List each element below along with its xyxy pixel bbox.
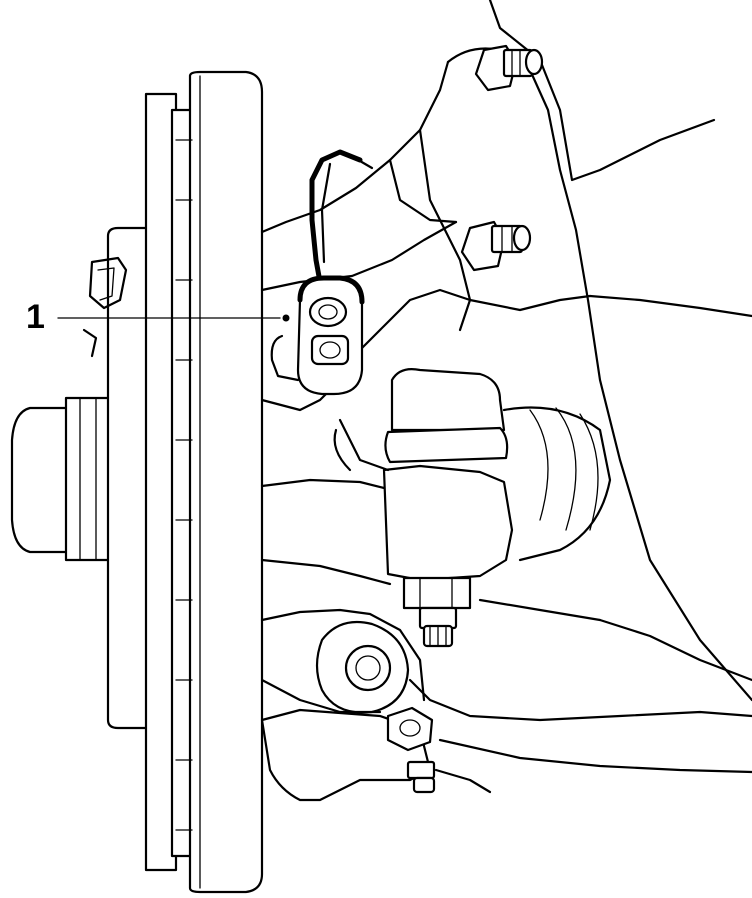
upper-bolt [474,44,544,92]
callout-leader-1 [57,314,290,322]
wheel-hub [10,226,152,730]
lower-control-arm [260,576,752,802]
drive-shaft-boot [382,368,612,582]
body-frame [478,294,752,682]
brake-disc [144,70,264,894]
middle-bolt [460,220,532,272]
callout-label-1: 1 [26,298,45,336]
wheel-speed-sensor [270,149,374,396]
